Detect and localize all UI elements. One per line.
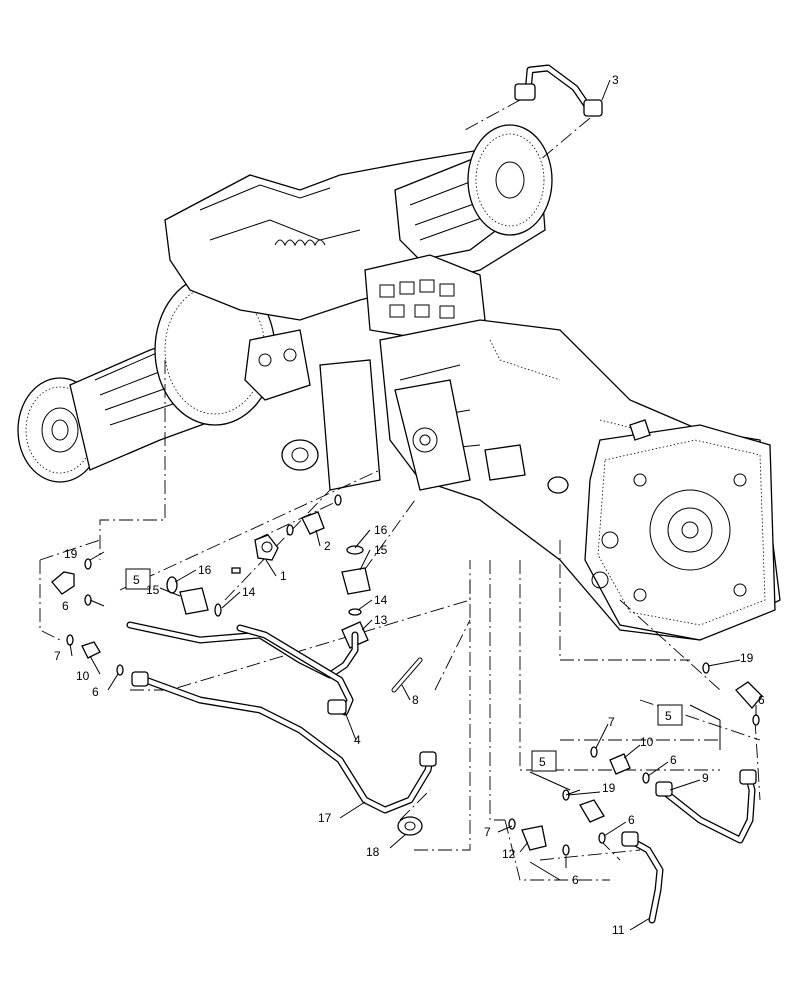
- elbow-fitting-5b: [735, 681, 763, 709]
- callout-2: 2: [324, 539, 331, 553]
- transmission-assembly: [17, 124, 781, 641]
- center-fittings: [166, 494, 423, 693]
- callout-labels: 3 19 5 6 16 15 14 1 2 16 15 14 13 7 10 6…: [54, 73, 765, 937]
- washer-7: [66, 634, 74, 646]
- callout-15-right: 15: [374, 543, 388, 557]
- callout-6-bottom: 6: [572, 873, 579, 887]
- callout-11: 11: [612, 923, 625, 937]
- callout-17: 17: [318, 811, 332, 825]
- callout-6-lower: 6: [628, 813, 635, 827]
- callout-19: 19: [64, 547, 78, 561]
- control-spring: [274, 239, 326, 247]
- tube-part-17: [131, 671, 437, 814]
- callout-12: 12: [502, 847, 516, 861]
- tube-part-4: [126, 621, 359, 716]
- side-valve: [244, 329, 311, 401]
- callout-5-center: 5: [539, 755, 546, 769]
- right-fittings: [508, 662, 763, 856]
- tee-fitting-12: [521, 825, 547, 851]
- callout-15: 15: [146, 583, 160, 597]
- o-ring-14-left: [214, 603, 222, 617]
- callout-16: 16: [198, 563, 212, 577]
- o-ring-16-left: [166, 576, 178, 594]
- assembly-centerlines: [39, 99, 761, 881]
- callout-5-right: 5: [665, 709, 672, 723]
- tube-part-9: [655, 769, 757, 844]
- callout-14-right: 14: [374, 593, 388, 607]
- callout-16-right: 16: [374, 523, 388, 537]
- callout-6: 6: [62, 599, 69, 613]
- rear-cover: [319, 359, 381, 491]
- adapter-15-left: [179, 587, 209, 615]
- callout-6-center: 6: [670, 753, 677, 767]
- callout-7: 7: [54, 649, 61, 663]
- o-ring-19: [84, 558, 92, 570]
- leader-lines: [69, 79, 757, 931]
- o-ring-14-right: [348, 608, 362, 616]
- o-ring-6b: [116, 664, 124, 676]
- callout-5: 5: [133, 573, 140, 587]
- callout-6-left-lower: 6: [92, 685, 99, 699]
- callout-10-right: 10: [640, 735, 654, 749]
- callout-1: 1: [280, 569, 287, 583]
- callout-19-right: 19: [740, 651, 754, 665]
- o-ring-16-right: [346, 545, 364, 555]
- callout-14: 14: [242, 585, 256, 599]
- callout-box-5a: [125, 568, 151, 590]
- fitting-2: [301, 511, 325, 535]
- callout-10: 10: [76, 669, 90, 683]
- elbow-fitting-5: [51, 571, 75, 595]
- callout-box-5b: [657, 704, 683, 726]
- adapter-15-right: [341, 567, 371, 595]
- callout-box-5c: [531, 750, 557, 772]
- callout-13: 13: [374, 613, 388, 627]
- callout-7-lower: 7: [484, 825, 491, 839]
- side-cover: [394, 379, 471, 491]
- callout-9: 9: [702, 771, 709, 785]
- sensor: [547, 476, 569, 494]
- callout-8: 8: [412, 693, 419, 707]
- left-fittings: [51, 558, 124, 676]
- adapter-10: [81, 641, 101, 659]
- callout-4: 4: [354, 733, 361, 747]
- elbow-fitting-5c: [579, 799, 605, 823]
- adapter-10b: [609, 753, 631, 775]
- callout-18: 18: [366, 845, 380, 859]
- port-fitting: [281, 439, 319, 471]
- callout-3: 3: [612, 73, 619, 87]
- callout-6-right: 6: [758, 693, 765, 707]
- tube-part-3: [514, 64, 603, 117]
- grommet-18: [397, 816, 423, 836]
- front-bell-housing: [584, 424, 776, 641]
- callout-7-right: 7: [608, 715, 615, 729]
- bracket: [484, 444, 526, 481]
- right-axle-flange: [467, 124, 553, 236]
- tube-part-11: [621, 831, 664, 924]
- callout-19-center: 19: [602, 781, 616, 795]
- fitting-1: [254, 534, 279, 561]
